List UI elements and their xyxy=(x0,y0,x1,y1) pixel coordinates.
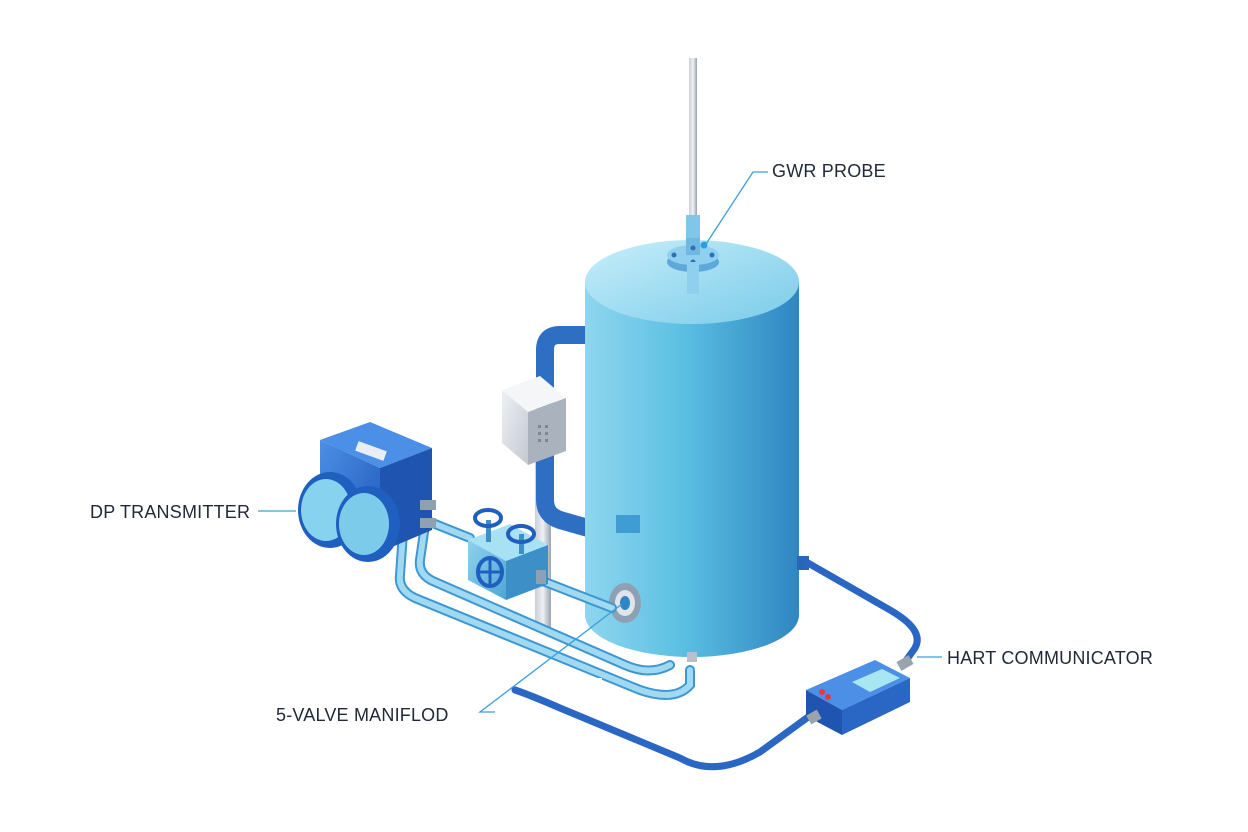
tank-body xyxy=(585,282,799,657)
communicator-screen xyxy=(852,669,900,692)
probe-sleeve xyxy=(686,215,700,245)
hart-communicator xyxy=(571,655,914,735)
label-gwr-probe: GWR PROBE xyxy=(772,161,886,181)
tank-cable-fitting xyxy=(797,556,809,570)
leader-lines xyxy=(258,171,942,713)
probe-rod xyxy=(689,58,697,243)
gwr-probe xyxy=(686,58,700,245)
storage-tank xyxy=(585,240,809,662)
handwheel-1 xyxy=(473,508,503,528)
junction-box xyxy=(502,376,566,465)
leader-gwr xyxy=(705,171,768,245)
label-dp-transmitter: DP TRANSMITTER xyxy=(90,502,251,522)
impulse-lines xyxy=(394,500,695,700)
tank-drain xyxy=(687,652,697,662)
handwheel-2 xyxy=(506,524,536,544)
leader-manifold xyxy=(478,603,623,713)
tank-nameplate xyxy=(616,515,640,533)
hart-cable-return xyxy=(511,686,819,771)
communicator-keypad xyxy=(571,678,607,697)
hart-cable xyxy=(804,559,921,666)
label-five-valve-manifold: 5-VALVE MANIFLOD xyxy=(276,705,449,725)
five-valve-manifold xyxy=(468,508,548,600)
dp-transmitter xyxy=(298,422,436,562)
label-hart-communicator: HART COMMUNICATOR xyxy=(947,648,1154,668)
probe-flange xyxy=(667,238,719,294)
